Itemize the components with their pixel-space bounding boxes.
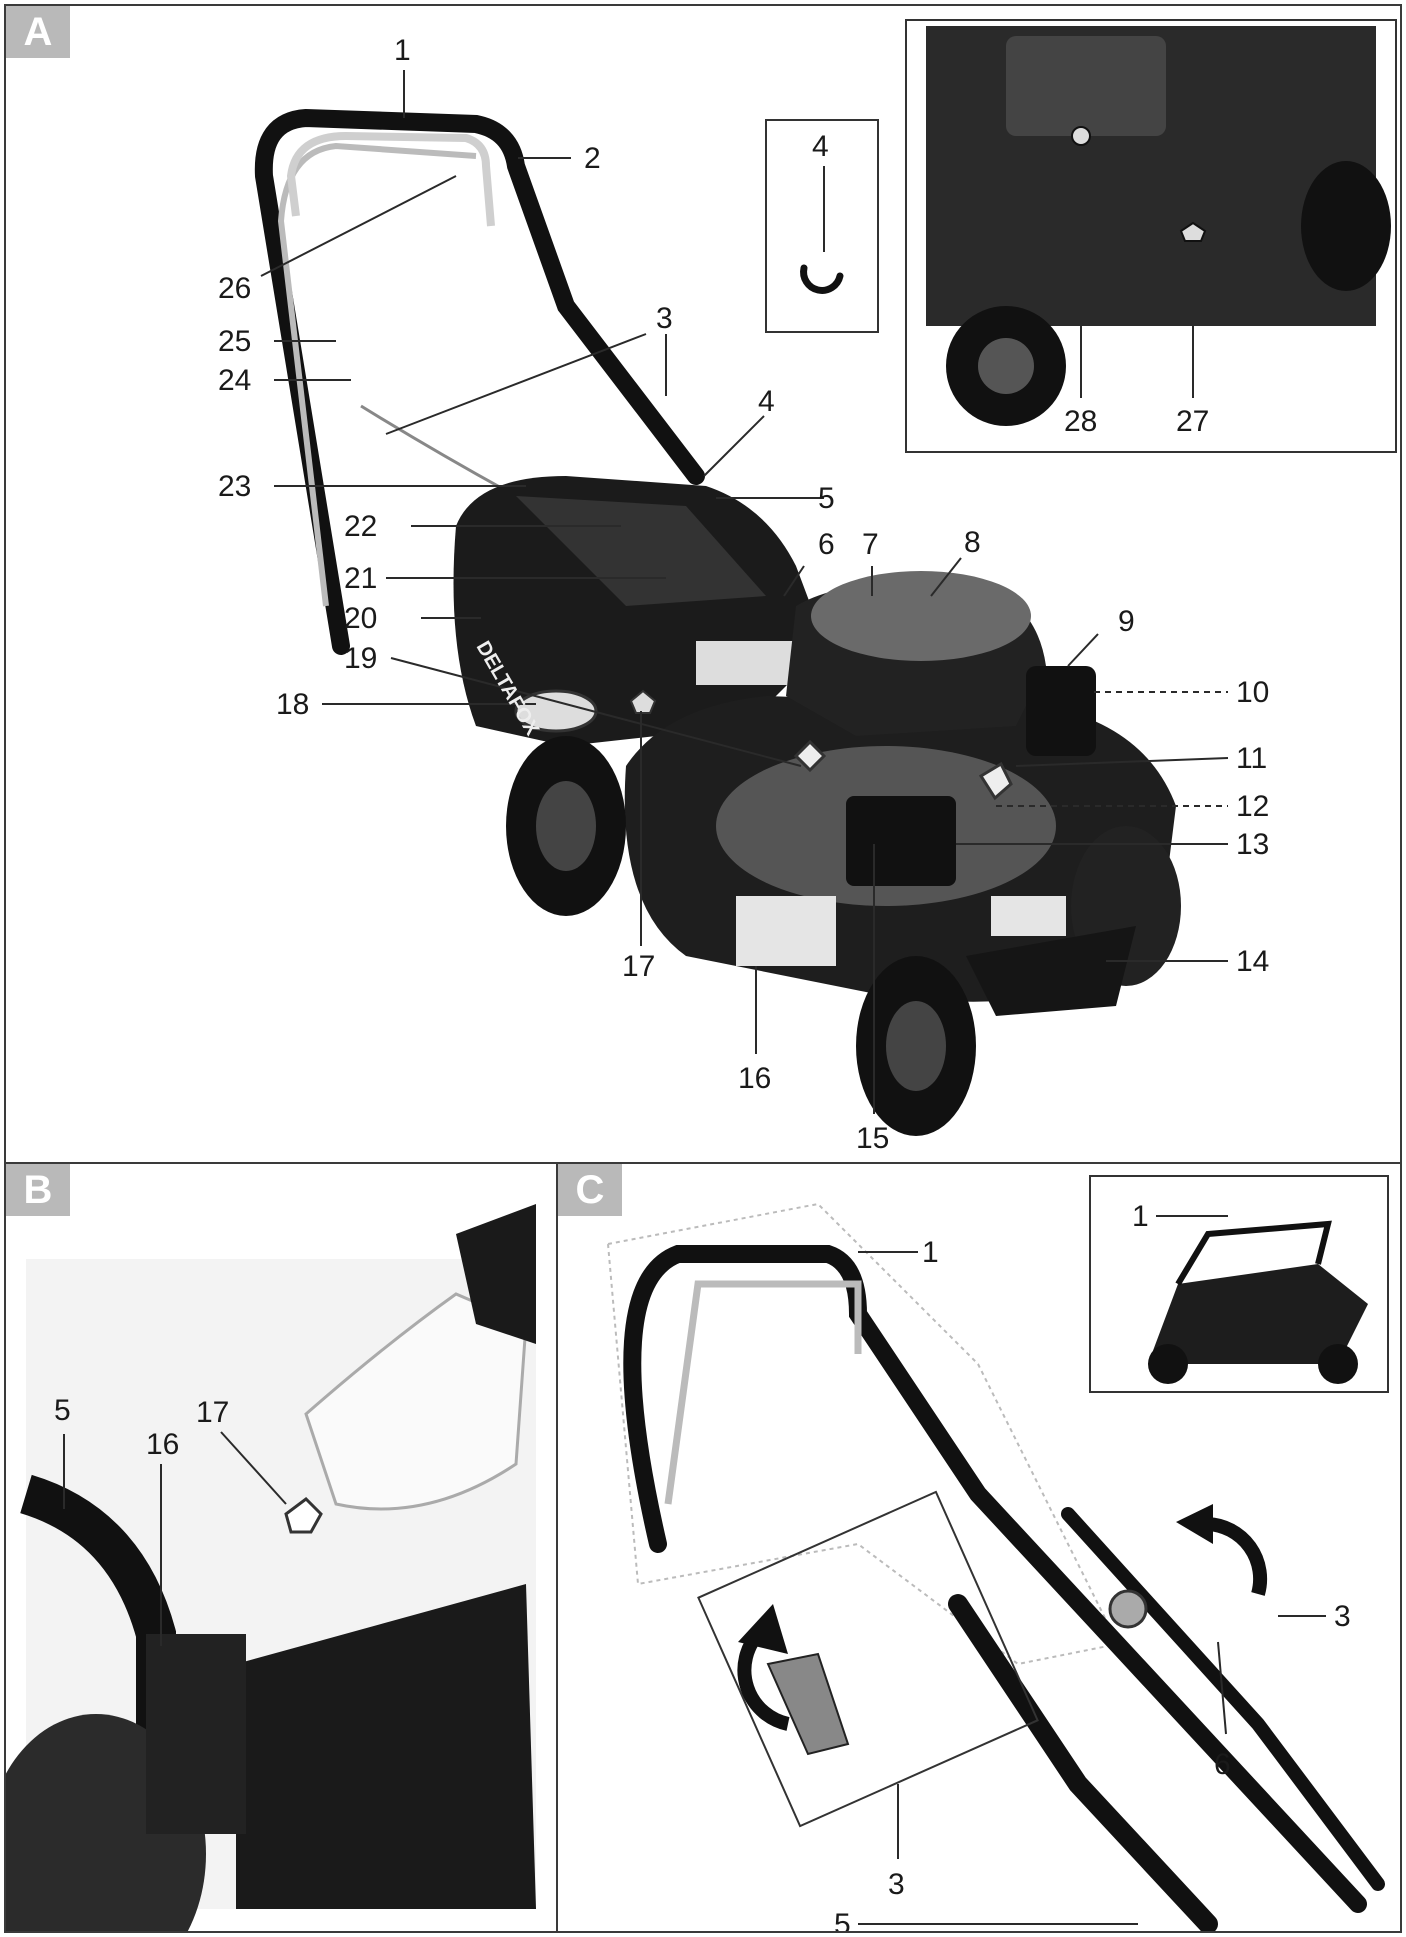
panel-c-drawing: 1 1 3 6 3 5 [606,1175,1389,1933]
callout-1: 1 [394,34,411,67]
rotate-arrow-right-icon [1207,1517,1268,1596]
callout-9: 9 [1118,605,1135,638]
engine-top [811,571,1031,661]
callout-10: 10 [1236,676,1269,709]
callout-14: 14 [1236,945,1269,978]
c-callout-3-left: 3 [888,1868,905,1901]
inset-engine-label-27: 27 [1176,405,1209,438]
c-callout-6: 6 [1214,1748,1231,1781]
air-filter [846,796,956,886]
callout-13: 13 [1236,828,1269,861]
callout-21: 21 [344,562,377,595]
callout-11: 11 [1236,742,1267,775]
panel-c: C 1 1 3 6 3 5 [556,1162,1402,1933]
callout-2: 2 [584,142,601,175]
front-bumper [966,926,1136,1016]
inset-clip-box [765,119,879,333]
b-callout-5: 5 [54,1394,71,1427]
bag-top [516,496,766,606]
b-hinge-bracket [146,1634,246,1834]
bag-sticker [696,641,806,685]
c-inset-mower [1148,1264,1368,1364]
b-arm [456,1204,536,1344]
panel-b: B 5 16 17 [4,1162,560,1933]
b-drain-plug [284,1497,323,1534]
retaining-clip-icon [800,264,844,294]
oil-dipstick [1179,221,1207,242]
callout-8: 8 [964,526,981,559]
b-handle [19,1474,176,1909]
callout-7: 7 [862,528,879,561]
rotate-arrow-right-head-icon [1176,1504,1213,1544]
callout-12: 12 [1236,790,1269,823]
c-detail-box [697,1490,1039,1828]
mower-handle-inner [277,142,477,607]
c-knob [1108,1589,1148,1629]
b-deck [236,1584,536,1909]
callout-4: 4 [758,385,775,418]
c-callout-3-right: 3 [1334,1600,1351,1633]
panel-a: A 4 [4,4,1402,1166]
callout-5: 5 [818,482,835,515]
callout-18: 18 [276,688,309,721]
c-quick-release-lever [766,1652,850,1756]
fuel-tank [1026,666,1096,756]
deck-sticker [736,896,836,966]
panel-b-drawing: 5 16 17 [6,1204,536,1931]
bail-bar [286,131,495,227]
front-left-hub [886,1001,946,1091]
c-callout-1: 1 [922,1236,939,1269]
b-hand [304,1292,528,1511]
callout-15: 15 [856,1122,889,1155]
panel-c-tag: C [558,1164,622,1216]
callout-16: 16 [738,1062,771,1095]
inset-engine-label-28: 28 [1064,405,1097,438]
c-inset-label: 1 [1132,1200,1149,1233]
b-callout-17: 17 [196,1396,229,1429]
rotate-arrow-left-icon [737,1629,790,1731]
callout-22: 22 [344,510,377,543]
c-ghost-mower [606,1202,1120,1666]
oil-cap [1071,126,1091,146]
rotate-arrow-left-head-icon [738,1604,788,1654]
front-sticker [991,896,1066,936]
inset-wheel-right [1301,161,1391,291]
c-callout-5: 5 [834,1908,851,1933]
callout-6: 6 [818,528,835,561]
rear-left-hub [536,781,596,871]
primer-bulb [978,761,1013,801]
c-right-tube [1061,1507,1385,1891]
panel-a-tag: A [6,6,70,58]
drain-plug [629,689,657,714]
callout-24: 24 [218,364,251,397]
c-bail-bar [664,1280,862,1505]
b-callout-16: 16 [146,1428,179,1461]
callout-23: 23 [218,470,251,503]
panel-b-tag: B [6,1164,70,1216]
c-lower-tube [948,1594,1218,1931]
callout-20: 20 [344,602,377,635]
callout-25: 25 [218,325,251,358]
callout-17: 17 [622,950,655,983]
panel-a-drawing: 4 28 27 [218,19,1397,1155]
callout-19: 19 [344,642,377,675]
callout-26: 26 [218,272,251,305]
fuel-cap [793,739,827,773]
inset-clip-label: 4 [812,130,829,163]
callout-3: 3 [656,302,673,335]
mower-handle [254,108,705,655]
